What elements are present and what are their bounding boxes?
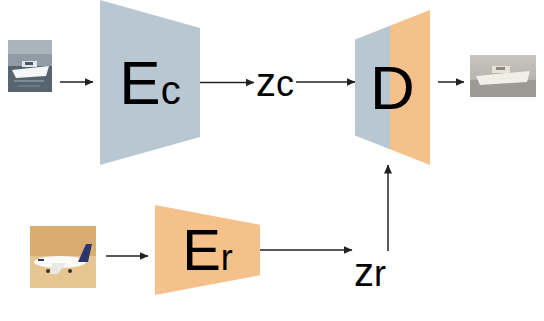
output-arrow	[438, 81, 464, 83]
decoder: D	[355, 10, 430, 165]
input-arrow	[106, 255, 148, 257]
trapezoid-fill	[355, 10, 430, 165]
node-label: zr	[354, 252, 386, 292]
reference-encoder: Er	[155, 205, 260, 295]
input-arrow	[60, 81, 93, 83]
trapezoid-fill	[100, 0, 200, 165]
flow-arrow	[296, 81, 355, 83]
flow-arrow	[387, 165, 389, 251]
node-label: D	[370, 57, 415, 119]
node-label: Ec	[119, 52, 180, 114]
node-label: zc	[256, 62, 294, 102]
boat-image	[8, 40, 52, 92]
airplane-image	[30, 226, 96, 288]
trapezoid-fill	[155, 205, 260, 295]
latent-code: zc	[254, 61, 296, 103]
flow-arrow	[260, 249, 352, 251]
flow-arrow	[200, 82, 254, 84]
content-encoder: Ec	[100, 0, 200, 165]
output-image	[470, 55, 536, 97]
node-label: Er	[182, 221, 233, 279]
latent-code: zr	[352, 251, 388, 293]
